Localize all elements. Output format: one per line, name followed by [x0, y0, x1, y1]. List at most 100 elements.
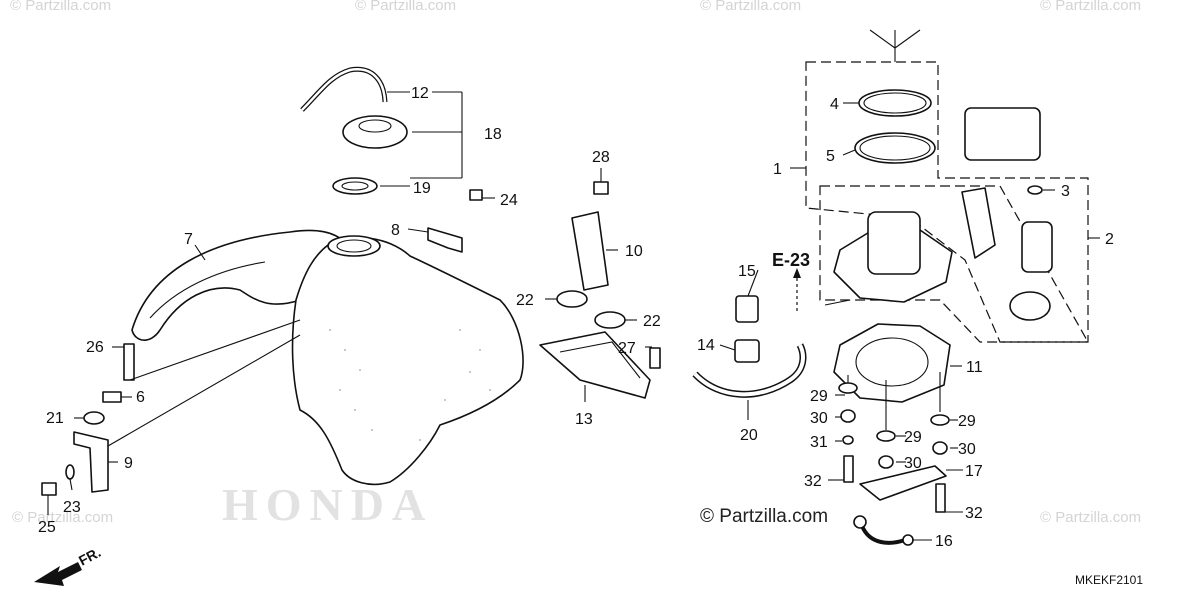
pump-base-gasket-part [833, 323, 951, 403]
nut-part [840, 409, 856, 423]
fuel-tank-body [291, 236, 524, 486]
tank-shading [329, 329, 491, 441]
callout-29: 29 [810, 388, 828, 405]
mount-bracket-part [73, 431, 109, 493]
clip-part [593, 181, 609, 195]
filler-neck [327, 235, 381, 257]
callout-13: 13 [575, 411, 593, 428]
middle-leader-lines [545, 168, 652, 402]
filler-neck-inner [336, 239, 372, 253]
callout-32: 32 [804, 473, 822, 490]
washer-part [65, 464, 75, 480]
washer-part [842, 435, 854, 445]
fuel-cap-top [358, 119, 392, 133]
bolt-part [469, 189, 483, 201]
tank-cover-edge [149, 261, 266, 319]
tank-brand-mark: HONDA [222, 479, 433, 530]
wire-harness-part [860, 525, 906, 545]
tank-bracket-ridge [559, 341, 641, 379]
watermark-layer: © Partzilla.com © Partzilla.com © Partzi… [10, 0, 1141, 526]
callout-16: 16 [935, 533, 953, 550]
callout-23: 23 [63, 499, 81, 516]
right-leader-lines [719, 29, 1100, 541]
section-reference-label: E-23 [772, 250, 810, 270]
nut-part [878, 455, 894, 469]
callout-25: 25 [38, 519, 56, 536]
callout-17: 17 [965, 463, 983, 480]
callout-28: 28 [592, 149, 610, 166]
callout-30: 30 [810, 410, 828, 427]
stud-part [843, 455, 854, 483]
washer-part [930, 414, 950, 426]
callout-2: 2 [1105, 231, 1114, 248]
callout-14: 14 [697, 337, 715, 354]
callout-30: 30 [904, 455, 922, 472]
connector-part [902, 534, 914, 546]
watermark: © Partzilla.com [1040, 509, 1141, 526]
bolt-part [41, 482, 57, 496]
callout-12: 12 [411, 85, 429, 102]
callout-labels: 12 18 19 24 8 7 26 6 21 9 23 25 28 10 22… [38, 85, 1114, 550]
o-ring-part [858, 89, 932, 117]
pump-kit-box [805, 61, 1089, 343]
callout-11: 11 [966, 359, 983, 376]
callout-22: 22 [516, 292, 534, 309]
watermark: © Partzilla.com [10, 0, 111, 14]
pump-base-gasket-inner [855, 337, 929, 387]
cap-pad-part [556, 290, 588, 308]
callout-15: 15 [738, 263, 756, 280]
joint-clamp-part [734, 339, 760, 363]
callout-1: 1 [773, 161, 782, 178]
pump-housing-part [867, 211, 921, 275]
callout-18: 18 [484, 126, 502, 143]
callout-19: 19 [413, 180, 431, 197]
watermark: © Partzilla.com [12, 509, 113, 526]
filter-frame-part [961, 187, 996, 259]
grommet-part [83, 411, 105, 425]
washer-part [838, 382, 858, 394]
callout-27: 27 [618, 340, 636, 357]
callout-20: 20 [740, 427, 758, 444]
diagram-code: MKEKF2101 [1075, 573, 1143, 587]
cap-pad-part [594, 311, 626, 329]
callout-10: 10 [625, 243, 643, 260]
o-ring-inner [863, 92, 927, 114]
fuel-pump-group [692, 29, 1100, 546]
bolt-part [123, 343, 135, 381]
watermark: © Partzilla.com [355, 0, 456, 14]
callout-8: 8 [391, 222, 400, 239]
cap-gasket-inner [341, 181, 369, 191]
breather-tube-inner [301, 68, 387, 111]
callout-30: 30 [958, 441, 976, 458]
callout-5: 5 [826, 148, 835, 165]
seal-strip-part [571, 211, 609, 291]
nut-part [932, 441, 948, 455]
front-arrow-icon [34, 562, 82, 586]
pump-assy-box [819, 185, 1090, 343]
pump-gasket-inner [859, 135, 931, 161]
callout-31: 31 [810, 434, 828, 451]
partzilla-credit: © Partzilla.com [700, 506, 828, 527]
front-direction-indicator: FR. [34, 544, 103, 586]
callout-29: 29 [958, 413, 976, 430]
watermark: © Partzilla.com [1040, 0, 1141, 14]
fuel-tank-group [41, 66, 524, 515]
callout-3: 3 [1061, 183, 1070, 200]
front-label: FR. [76, 544, 103, 569]
callout-21: 21 [46, 410, 64, 427]
collar-part [102, 391, 122, 403]
section-ref-arrowhead [793, 268, 801, 278]
setting-plate-part [859, 465, 947, 501]
callout-29: 29 [904, 429, 922, 446]
pump-outlet-pipe [824, 299, 851, 306]
pump-gasket-part [854, 132, 936, 164]
callout-32: 32 [965, 505, 983, 522]
callout-9: 9 [124, 455, 133, 472]
bracket-part [427, 227, 463, 253]
fuel-level-sender-part [964, 107, 1041, 161]
callout-4: 4 [830, 96, 839, 113]
cap-gasket-part [332, 177, 378, 195]
regulator-part [1009, 291, 1051, 321]
